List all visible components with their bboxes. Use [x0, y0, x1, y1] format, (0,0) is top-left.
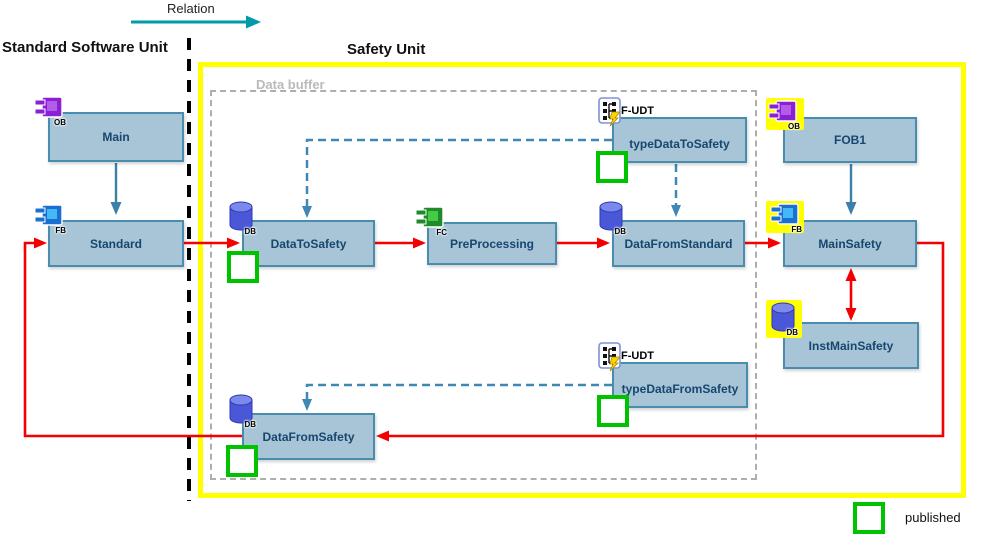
block-label: typeDataToSafety [629, 137, 730, 151]
fudt-icon [598, 97, 624, 127]
standard-unit-title: Standard Software Unit [2, 39, 168, 56]
block-datatosafety: DataToSafety [242, 220, 375, 267]
block-datafromsafety: DataFromSafety [242, 413, 375, 460]
block-label: MainSafety [818, 236, 882, 251]
block-typedatatosafety: typeDataToSafety [612, 117, 747, 163]
block-fob1: FOB1 [783, 117, 917, 163]
published-marker [226, 445, 258, 477]
db-badge: DB [244, 420, 256, 429]
fb-badge: FB [791, 225, 802, 234]
ob-badge: OB [788, 122, 800, 131]
published-marker [227, 251, 259, 283]
safety-unit-title: Safety Unit [347, 41, 426, 58]
published-marker [597, 395, 629, 427]
block-preprocessing: PreProcessing [427, 222, 557, 265]
relation-label: Relation [167, 1, 215, 16]
legend-published-square [853, 502, 885, 534]
unit-divider-dashed-line [187, 38, 191, 501]
block-label: InstMainSafety [808, 338, 894, 353]
ob-safety-icon: OB [768, 100, 800, 131]
block-label: FOB1 [833, 133, 866, 147]
block-label: typeDataFromSafety [621, 382, 739, 396]
legend-published-label: published [905, 510, 961, 525]
block-label: DataToSafety [270, 236, 347, 251]
fb-icon: FB [34, 204, 66, 235]
db-icon: DB [228, 201, 256, 236]
db-badge: DB [244, 227, 256, 236]
published-marker [596, 151, 628, 183]
ob-icon: OB [34, 96, 66, 127]
fc-badge: FC [436, 228, 447, 237]
block-standard: Standard [48, 220, 184, 267]
fc-icon: FC [415, 206, 447, 237]
db-icon: DB [228, 394, 256, 429]
safety-unit-border [198, 62, 966, 498]
fudt-badge: F-UDT [621, 105, 654, 117]
dashed-typedatatosafety-to-datatosafety [302, 138, 612, 218]
fb-safety-icon: FB [770, 203, 802, 234]
block-main: Main [48, 112, 184, 162]
fudt-icon [598, 342, 624, 372]
data-buffer-box [210, 90, 757, 480]
db-badge: DB [786, 328, 798, 337]
block-typedatafromsafety: typeDataFromSafety [612, 362, 748, 408]
block-label: DataFromSafety [262, 429, 355, 444]
block-label: PreProcessing [449, 236, 535, 251]
arrow-mainsafety-to-datafromsafety-loop [376, 241, 945, 442]
db-icon: DB [598, 201, 626, 236]
data-buffer-label: Data buffer [256, 77, 325, 92]
block-label: Standard [89, 236, 142, 251]
fb-badge: FB [55, 226, 66, 235]
db-badge: DB [614, 227, 626, 236]
block-label: DataFromStandard [624, 236, 733, 251]
fudt-badge: F-UDT [621, 350, 654, 362]
block-instmainsafety: InstMainSafety [783, 322, 919, 369]
dashed-typedatafromsafety-to-datafromsafety [302, 383, 612, 411]
block-mainsafety: MainSafety [783, 220, 917, 267]
block-label: Main [102, 130, 130, 144]
db-safety-icon: DB [770, 302, 798, 337]
block-datafromstandard: DataFromStandard [612, 220, 745, 267]
arrow-datafromsafety-to-standard-loop [23, 237, 242, 438]
ob-badge: OB [54, 118, 66, 127]
